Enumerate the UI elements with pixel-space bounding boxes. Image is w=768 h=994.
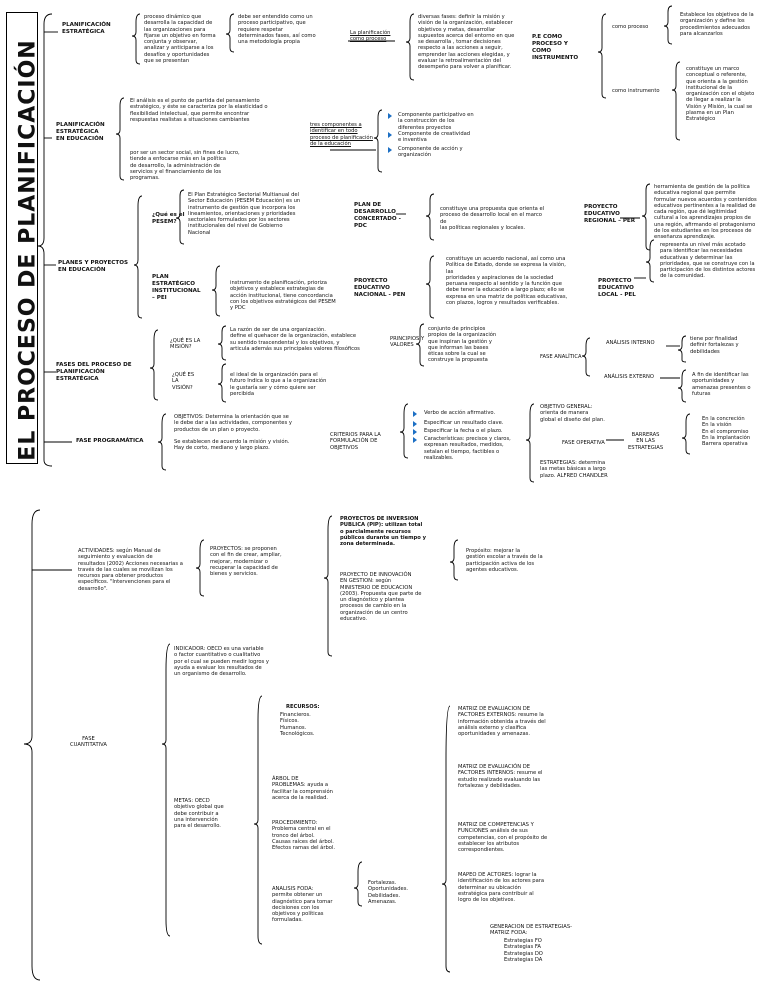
sec1-pe: P.E COMO PROCESO Y COMO INSTRUMENTO xyxy=(532,34,579,61)
sec2-desc2: por ser un sector social, sin fines de l… xyxy=(130,150,240,182)
p2-proposito: Propósito: mejorar la gestión escolar a … xyxy=(466,548,543,573)
sec3-pdc-label: PLAN DE DESARROLLO CONCERTADO - PDC xyxy=(354,202,401,229)
sec1-definition: proceso dinámico que desarrolla la capac… xyxy=(144,14,216,65)
p2-pip: PROYECTOS DE INVERSION PUBLICA (PIP): ut… xyxy=(340,516,427,548)
sec5-criterio-3: Especificar la fecha o el plazo. xyxy=(424,428,503,434)
p2-efi: MATRIZ DE EVALUACIÓN DE FACTORES INTERNO… xyxy=(458,764,543,789)
bullet-icon xyxy=(413,437,417,443)
sec4-externo-desc: A fin de identificar las oportunidades y… xyxy=(692,372,751,397)
sec4-mision-question: ¿QUÉ ES LA MISIÓN? xyxy=(170,338,201,351)
sec5-label: FASE PROGRAMÁTICA xyxy=(76,438,144,444)
sec5-barreras: BARRERAS EN LAS ESTRATEGIAS xyxy=(628,432,664,451)
p2-efe: MATRIZ DE EVALUACION DE FACTORES EXTERNO… xyxy=(458,706,546,738)
sec2-desc1: El análisis es el punto de partida del p… xyxy=(130,98,268,123)
sec3-pel: representa un nivel más acotado para ide… xyxy=(660,242,756,280)
sec4-principios: conjunto de principios propios de la org… xyxy=(428,326,497,364)
sec4-mision: La razón de ser de una organización. def… xyxy=(230,327,360,352)
sec4-interno-desc: tiene por finalidad definir fortalezas y… xyxy=(690,336,739,355)
sec3-pen: constituye un acuerdo nacional, así como… xyxy=(446,256,568,307)
sec1-como-proceso-desc: Establece los objetivos de la organizaci… xyxy=(680,12,754,37)
sec2-label: PLANIFICACIÓN ESTRATÉGICA EN EDUCACIÓN xyxy=(56,122,105,142)
p2-indicador: INDICADOR: OECD es una variable o factor… xyxy=(174,646,269,678)
sec5-operativa: FASE OPERATIVA xyxy=(562,440,605,446)
sec1-como-instrumento: como instrumento xyxy=(612,88,660,94)
p2-fase-cuantitativa: FASE CUANTITATIVA xyxy=(70,736,107,749)
sec1-como-proceso: como proceso xyxy=(612,24,649,30)
sec3-pei: instrumento de planificación, prioriza o… xyxy=(230,280,336,312)
p2-recursos: Financieros. Físicos. Humanos. Tecnológi… xyxy=(280,712,315,737)
sec5-criterio-1: Verbo de acción afirmativo. xyxy=(424,410,496,416)
p2-generacion-list: Estrategias FO Estrategias FA Estrategia… xyxy=(504,938,543,963)
sec5-barreras-list: En la concreción En la visión En el comp… xyxy=(702,416,751,448)
sec3-per: herramienta de gestión de la política ed… xyxy=(654,184,757,241)
bullet-icon xyxy=(413,429,417,435)
sec3-label: PLANES Y PROYECTOS EN EDUCACIÓN xyxy=(58,260,129,273)
bullet-icon xyxy=(388,113,392,119)
sec4-externo: ANÁLISIS EXTERNO xyxy=(604,374,654,380)
sec5-criterio-2: Especificar un resultado clave. xyxy=(424,420,504,426)
sec1-understood: debe ser entendido como un proceso parti… xyxy=(238,14,316,46)
p2-proyectos: PROYECTOS: se proponen con el fin de cre… xyxy=(210,546,282,578)
sec3-pdc: constituye una propuesta que orienta el … xyxy=(440,206,545,231)
p2-arbol: ÁRBOL DE PROBLEMAS: ayuda a facilitar la… xyxy=(272,776,333,801)
sec4-interno: ANÁLISIS INTERNO xyxy=(606,340,655,346)
sec4-fase-analitica: FASE ANALÍTICA xyxy=(540,354,582,360)
sec4-principios-label: PRINCIPIOS Y VALORES xyxy=(390,336,425,349)
title-frame: EL PROCESO DE PLANIFICACIÓN xyxy=(6,12,41,464)
sec3-pen-label: PROYECTO EDUCATIVO NACIONAL - PEN xyxy=(354,278,406,298)
bullet-icon xyxy=(413,411,417,417)
p2-metas: METAS: OECD objetivo global que debe con… xyxy=(174,798,224,830)
sec5-objetivos: OBJETIVOS: Determina la orientación que … xyxy=(174,414,292,452)
p2-generacion: GENERACION DE ESTRATEGIAS- MATRIZ FODA: xyxy=(490,924,572,937)
sec1-label: PLANIFICACIÓN ESTRATÉGICA xyxy=(62,22,111,35)
bullet-icon xyxy=(388,132,392,138)
sec2-component-2: Componente de creatividad e inventiva xyxy=(398,131,471,144)
sec5-estrategias: ESTRATEGIAS: determina las metas básicas… xyxy=(540,460,608,479)
p2-mapeo: MAPEO DE ACTORES: lograr la identificaci… xyxy=(458,872,545,904)
sec3-pel-label: PROYECTO EDUCATIVO LOCAL - PEL xyxy=(598,278,636,298)
sec2-components-link: tres componentes a identificar en todo p… xyxy=(310,122,373,147)
sec2-component-1: Componente participativo en la construcc… xyxy=(398,112,474,131)
sec2-component-3: Componente de acción y organización xyxy=(398,146,463,159)
p2-foda: ANALISIS FODA: permite obtener un diagnó… xyxy=(272,886,333,924)
sec4-vision: el ideal de la organización para el futu… xyxy=(230,372,327,397)
bullet-icon xyxy=(388,147,392,153)
sec3-pesem: El Plan Estratégico Sectorial Multianual… xyxy=(188,192,301,236)
sec5-general: OBJETIVO GENERAL: orienta de manera glob… xyxy=(540,404,605,423)
sec4-label: FASES DEL PROCESO DE PLANIFICACIÓN ESTRA… xyxy=(56,362,132,382)
sec3-per-label: PROYECTO EDUCATIVO REGIONAL – PER xyxy=(584,204,636,224)
sec5-criterio-4: Características: precisos y claros, expr… xyxy=(424,436,511,461)
bullet-icon xyxy=(413,421,417,427)
p2-foda-items: Fortalezas. Oportunidades. Debilidades. … xyxy=(368,880,409,905)
sec3-pesem-question: ¿Qué es el PESEM? xyxy=(152,212,185,225)
p2-actividades: ACTIVIDADES: según Manual de seguimiento… xyxy=(78,548,183,592)
p2-recursos-heading: RECURSOS: xyxy=(286,704,320,710)
sec5-criterios-label: CRITERIOS PARA LA FORMULACIÓN DE OBJETIV… xyxy=(330,432,381,451)
sec1-phases: diversas fases: definir la misión y visi… xyxy=(418,14,515,71)
p2-competencias: MATRIZ DE COMPETENCIAS Y FUNCIONES análi… xyxy=(458,822,548,854)
sec4-vision-question: ¿QUÉ ES LA VISIÓN? xyxy=(172,372,195,391)
p2-innovacion: PROYECTO DE INNOVACIÓN EN GESTION: según… xyxy=(340,572,422,623)
sec3-pei-label: PLAN ESTRATÉGICO INSTITUCIONAL – PEI xyxy=(152,274,201,301)
sec1-como-instrumento-desc: constituye un marco conceptual o referen… xyxy=(686,66,755,123)
p2-procedimiento: PROCEDIMIENTO: Problema central en el tr… xyxy=(272,820,336,852)
sec1-link: La planificación como proceso xyxy=(350,30,391,43)
